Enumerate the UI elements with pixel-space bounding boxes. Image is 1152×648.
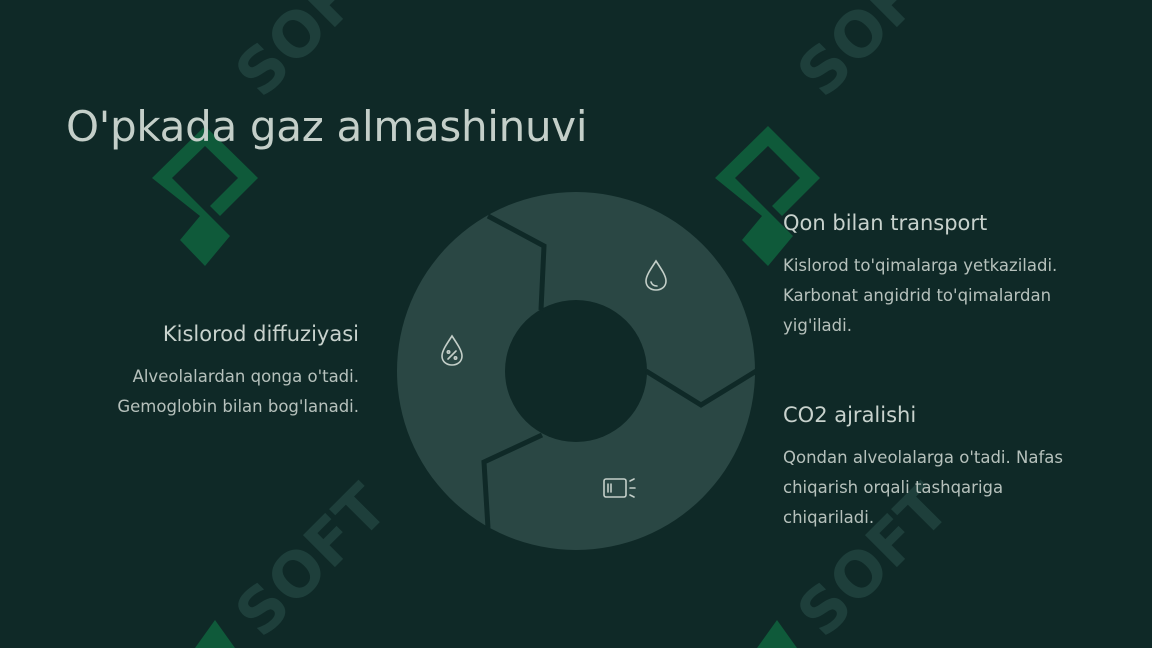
step-description-line: yig'iladi.	[783, 316, 852, 335]
step-description: Alveolalardan qonga o'tadi. Gemoglobin b…	[39, 362, 359, 422]
step-description-line: chiqariladi.	[783, 508, 875, 527]
lung-device-icon	[603, 478, 636, 498]
page-title: O'pkada gaz almashinuvi	[66, 102, 588, 151]
divider-right	[644, 368, 756, 408]
percent-drop-icon	[441, 334, 463, 366]
watermark-logo: SOFT	[195, 470, 401, 648]
step-co2-ajralishi: CO2 ajralishi Qondan alveolalarga o'tadi…	[783, 403, 1093, 533]
water-drop-icon	[645, 259, 667, 291]
step-description-line: Qondan alveolalarga o'tadi. Nafas	[783, 448, 1063, 467]
step-heading: Qon bilan transport	[783, 211, 988, 235]
step-description-line: Karbonat angidrid to'qimalardan	[783, 286, 1052, 305]
step-heading: CO2 ajralishi	[783, 403, 917, 427]
step-description: Kislorod to'qimalarga yetkaziladi. Karbo…	[783, 251, 1083, 341]
step-description-line: Gemoglobin bilan bog'lanadi.	[117, 397, 359, 416]
step-description-line: Kislorod to'qimalarga yetkaziladi.	[783, 256, 1058, 275]
segment-dividers	[481, 213, 756, 529]
watermark-text: SOFT	[221, 0, 401, 111]
step-heading: Kislorod diffuziyasi	[162, 322, 359, 346]
step-kislorod-diffuziyasi: Kislorod diffuziyasi Alveolalardan qonga…	[39, 322, 359, 422]
step-description: Qondan alveolalarga o'tadi. Nafas chiqar…	[783, 443, 1093, 533]
divider-bottom	[481, 432, 544, 529]
step-description-line: Alveolalardan qonga o'tadi.	[132, 367, 359, 386]
step-description-line: chiqarish orqali tashqariga	[783, 478, 1004, 497]
step-qon-bilan-transport: Qon bilan transport Kislorod to'qimalarg…	[783, 211, 1083, 341]
divider-top	[486, 213, 547, 311]
cycle-center-hole	[505, 300, 647, 442]
cycle-diagram	[397, 192, 756, 550]
watermark-text: SOFT	[221, 470, 401, 648]
watermark-text: SOFT	[783, 0, 963, 111]
